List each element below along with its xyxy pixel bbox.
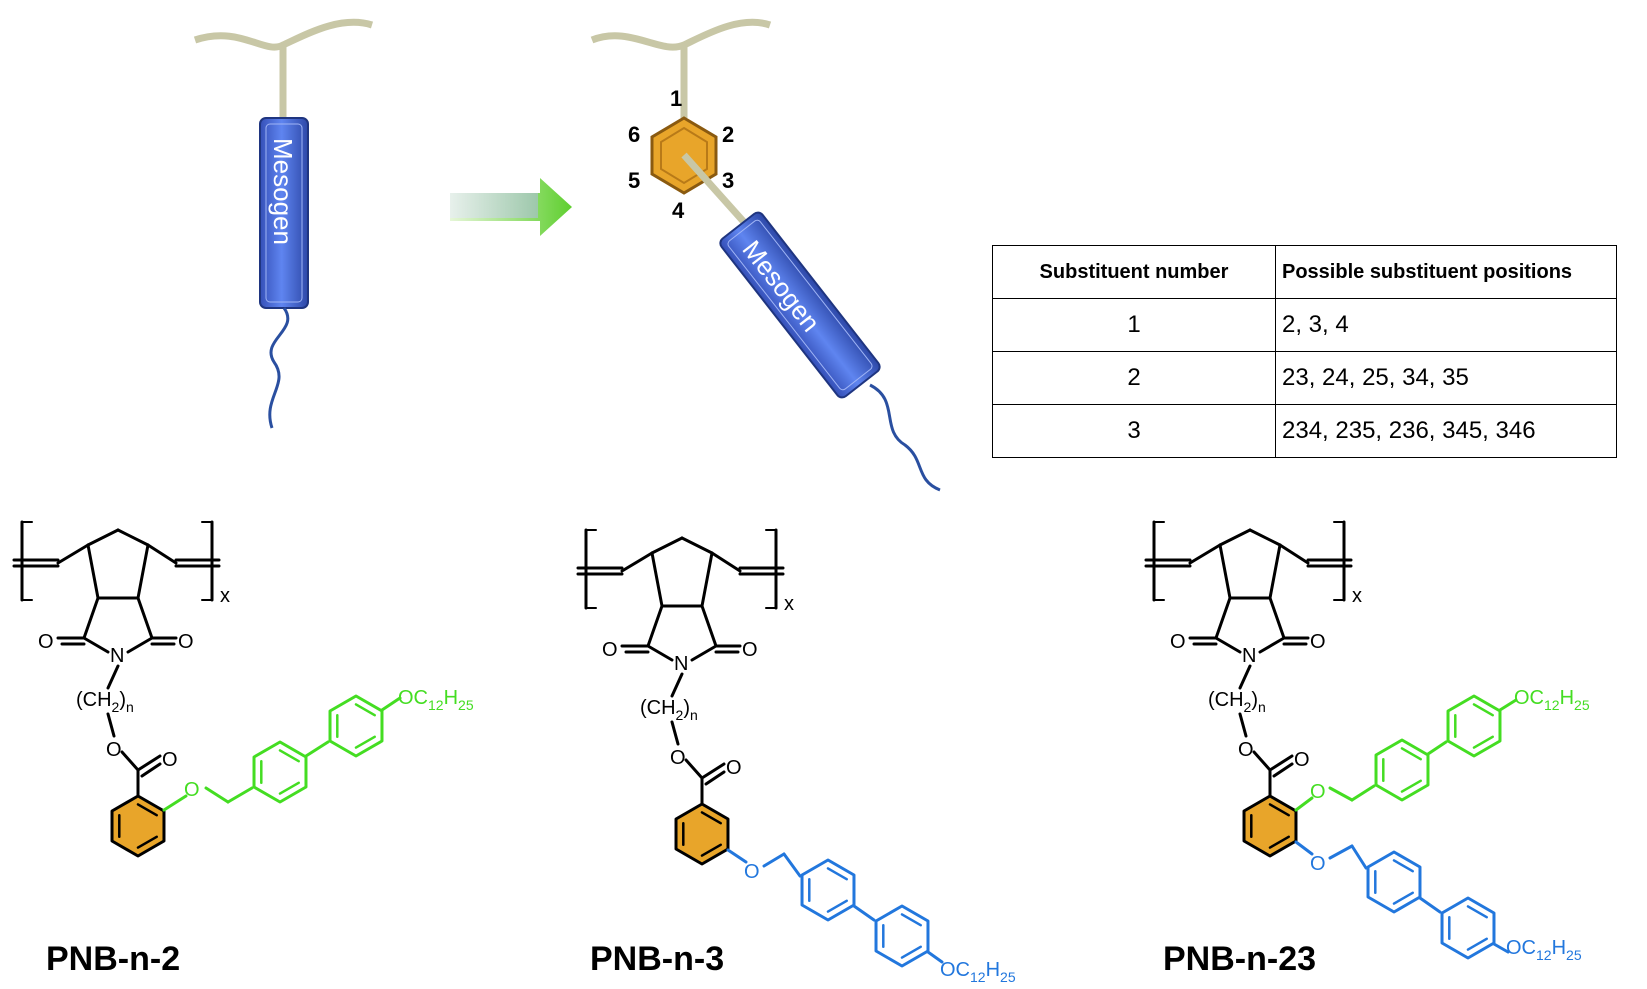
oxygen-atom: O	[602, 639, 618, 661]
oxygen-atom: O	[1170, 631, 1186, 653]
alkyl-tail	[268, 307, 290, 429]
structure-name-pnb-n-23: PNB-n-23	[1163, 940, 1316, 978]
ring-position-5: 5	[628, 168, 640, 193]
alkyl-tail-2	[869, 383, 941, 492]
structure-name-pnb-n-3: PNB-n-3	[590, 940, 724, 978]
header-substituent-positions: Possible substituent positions	[1275, 245, 1617, 299]
ring-position-2: 2	[722, 122, 734, 147]
table-cell: 23, 24, 25, 34, 35	[1275, 351, 1617, 405]
mesogen-label: Mesogen	[268, 138, 298, 245]
ring-position-4: 4	[672, 198, 685, 223]
ether-oxygen: O	[1310, 781, 1326, 803]
oxygen-atom: O	[178, 631, 194, 653]
table-cell: 1	[992, 298, 1276, 352]
carbonyl-oxygen: O	[162, 749, 178, 771]
mesogen-block-2	[719, 211, 881, 399]
tail-text: OC12H25	[1506, 937, 1582, 963]
nitrogen-atom: N	[1242, 645, 1256, 667]
oxygen-atom: O	[1310, 631, 1326, 653]
polymer-backbone	[193, 18, 374, 51]
table-row: 2 23, 24, 25, 34, 35	[992, 351, 1617, 405]
spacer-text: (CH2)n	[1208, 689, 1266, 715]
table-row: 1 2, 3, 4	[992, 298, 1617, 352]
ester-oxygen: O	[106, 739, 122, 761]
ring-position-6: 6	[628, 122, 640, 147]
nitrogen-atom: N	[674, 653, 688, 675]
ether-oxygen: O	[744, 861, 760, 883]
ester-oxygen: O	[670, 747, 686, 769]
table-cell: 2	[992, 351, 1276, 405]
ring-position-3: 3	[722, 168, 734, 193]
table-row: 3 234, 235, 236, 345, 346	[992, 404, 1617, 458]
oxygen-atom: O	[38, 631, 54, 653]
structure-name-pnb-n-2: PNB-n-2	[46, 940, 180, 978]
polymer-backbone-2	[590, 18, 772, 51]
header-substituent-number: Substituent number	[992, 245, 1276, 299]
phenyl-mesogen-diagram: Mesogen 1 2 3 4 5 6	[590, 18, 941, 492]
carbonyl-oxygen: O	[1294, 749, 1310, 771]
ring-position-1: 1	[670, 86, 682, 111]
substituent-table: Substituent number Possible substituent …	[992, 245, 1617, 458]
table-cell: 2, 3, 4	[1275, 298, 1617, 352]
ether-oxygen: O	[184, 779, 200, 801]
ester-oxygen: O	[1238, 739, 1254, 761]
oxygen-atom: O	[742, 639, 758, 661]
spacer-text: (CH2)n	[640, 697, 698, 723]
spacer-text: (CH2)n	[76, 689, 134, 715]
table-cell: 3	[992, 404, 1276, 458]
repeat-subscript-x: x	[1352, 585, 1362, 607]
repeat-subscript-x: x	[784, 593, 794, 615]
tail-text: OC12H25	[398, 687, 474, 713]
table-cell: 234, 235, 236, 345, 346	[1275, 404, 1617, 458]
side-chain-mesogen-diagram: Mesogen	[193, 18, 374, 429]
carbonyl-oxygen: O	[726, 757, 742, 779]
transform-arrow	[450, 178, 572, 236]
tail-text: OC12H25	[940, 959, 1016, 985]
table-header-row: Substituent number Possible substituent …	[992, 245, 1617, 299]
ether-oxygen: O	[1310, 853, 1326, 875]
tail-text: OC12H25	[1514, 687, 1590, 713]
repeat-subscript-x: x	[220, 585, 230, 607]
nitrogen-atom: N	[110, 645, 124, 667]
